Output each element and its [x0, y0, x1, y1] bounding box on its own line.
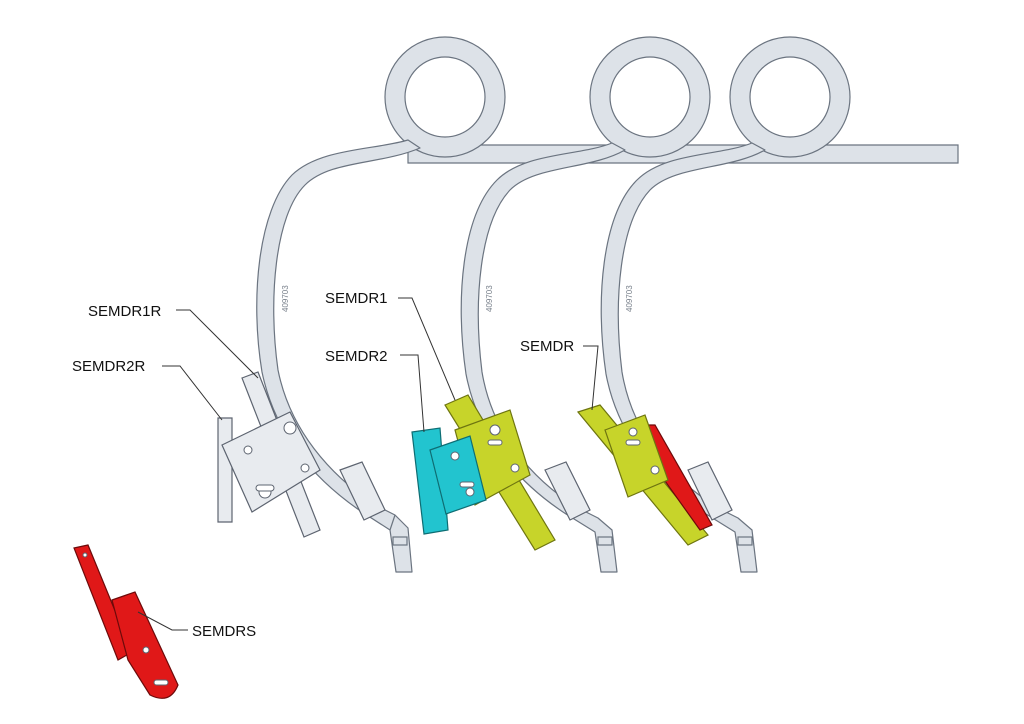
semdrs-part: [73, 544, 179, 699]
tine-2-serial: 409703: [485, 285, 494, 312]
tine-clamps: [339, 461, 733, 521]
semdr2r-part: [217, 417, 233, 523]
grey-mounting-plate: [221, 411, 321, 513]
tine-3-serial: 409703: [625, 285, 634, 312]
semdr2-part: [411, 427, 487, 535]
leader-semdr1r: [176, 309, 259, 379]
label-semdr2: SEMDR2: [325, 348, 388, 365]
spring-tine-2: 409703: [460, 36, 711, 573]
semdr-part: [576, 404, 713, 546]
label-semdr1: SEMDR1: [325, 290, 388, 307]
spring-tine-1: 409703: [256, 36, 506, 573]
label-semdr2r: SEMDR2R: [72, 358, 146, 375]
leader-semdr1: [398, 297, 456, 401]
label-semdr: SEMDR: [520, 338, 574, 355]
semdr1-part: [444, 394, 556, 551]
tine-1-serial: 409703: [281, 285, 290, 312]
leader-semdr2r: [162, 365, 223, 421]
label-semdrs: SEMDRS: [192, 623, 256, 640]
leader-lines: [137, 297, 599, 631]
label-semdr1r: SEMDR1R: [88, 303, 162, 320]
leader-semdr2: [400, 354, 425, 433]
leader-semdrs: [137, 611, 188, 631]
leader-semdr: [583, 345, 599, 411]
